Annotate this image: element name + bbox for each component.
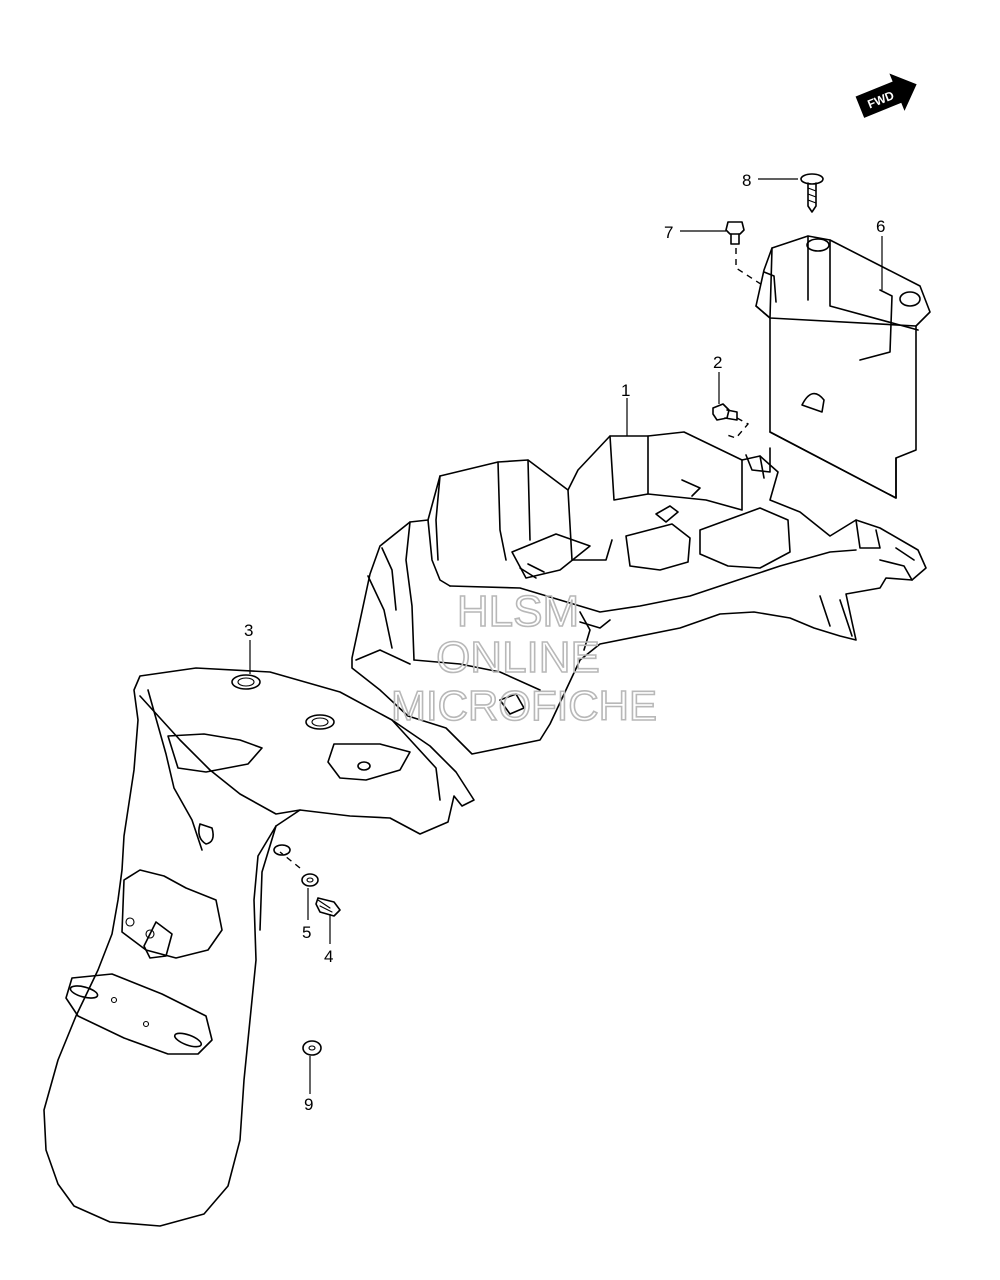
leader-lines	[249, 178, 883, 1094]
washer-part-5	[301, 873, 319, 887]
callout-9: 9	[304, 1095, 313, 1114]
undertray-part-1	[351, 431, 927, 755]
callout-3: 3	[244, 621, 253, 640]
bolt-part-2	[712, 403, 750, 439]
callout-8: 8	[742, 171, 751, 190]
callout-7: 7	[664, 223, 673, 242]
callout-labels: 1 2 3 4 5 6 7 8 9	[244, 171, 885, 1114]
bolt-part-4	[279, 851, 341, 917]
screw-part-8	[800, 173, 824, 213]
callout-4: 4	[324, 947, 333, 966]
callout-1: 1	[621, 381, 630, 400]
watermark-line-3: MICROFICHE	[391, 682, 657, 729]
washer-part-9	[302, 1040, 322, 1056]
callout-2: 2	[713, 353, 722, 372]
tray-part-6	[755, 235, 931, 499]
callout-6: 6	[876, 217, 885, 236]
watermark-line-2: ONLINE	[436, 633, 600, 682]
watermark-line-1: HLSM	[457, 587, 579, 636]
watermark: HLSM ONLINE MICROFICHE	[390, 586, 658, 730]
clip-part-7	[725, 221, 771, 291]
rear-fender-part-3	[43, 667, 475, 1227]
callout-5: 5	[302, 923, 311, 942]
forward-arrow-icon: FWD	[855, 73, 917, 118]
